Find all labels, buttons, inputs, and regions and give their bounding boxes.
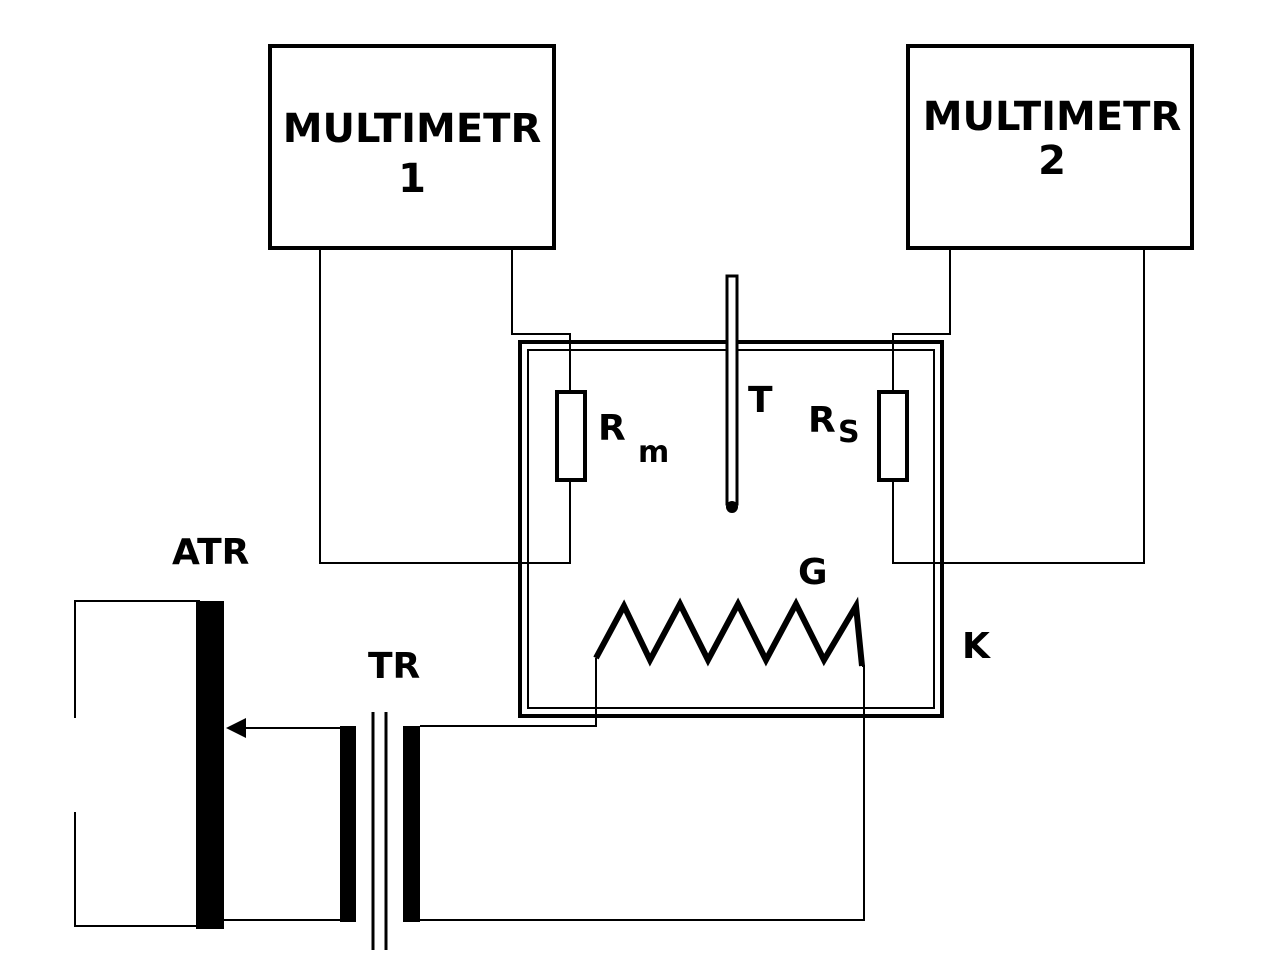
- multimeter-1-wires: [319, 250, 571, 564]
- multimeter-1-label: MULTIMETR: [283, 106, 542, 152]
- thermometer-label: T: [748, 380, 773, 421]
- thermometer: [725, 274, 739, 513]
- multimeter-2-number: 2: [1038, 138, 1066, 184]
- autotransformer-label: ATR: [172, 532, 249, 573]
- autotransformer-tap-arrow-icon: [226, 718, 246, 738]
- multimeter-2-wires: [892, 250, 1145, 564]
- resistor-rm-label: R: [598, 408, 626, 449]
- resistor-rs: [877, 390, 909, 482]
- resistor-rs-subscript: S: [838, 415, 860, 450]
- autotransformer: [74, 600, 340, 929]
- multimeter-2-label: MULTIMETR: [923, 94, 1182, 140]
- resistor-rs-label: R: [808, 400, 836, 441]
- transformer-label: TR: [368, 646, 420, 687]
- transformer: [340, 712, 420, 950]
- heater-coil: [420, 596, 865, 921]
- heater-label: G: [798, 552, 828, 593]
- resistor-rm-subscript: m: [638, 435, 669, 470]
- multimeter-1: MULTIMETR 1: [268, 44, 556, 250]
- resistor-rm: [555, 390, 587, 482]
- chamber-label: K: [962, 626, 991, 667]
- multimeter-2: MULTIMETR 2: [906, 44, 1194, 250]
- multimeter-1-number: 1: [398, 156, 426, 202]
